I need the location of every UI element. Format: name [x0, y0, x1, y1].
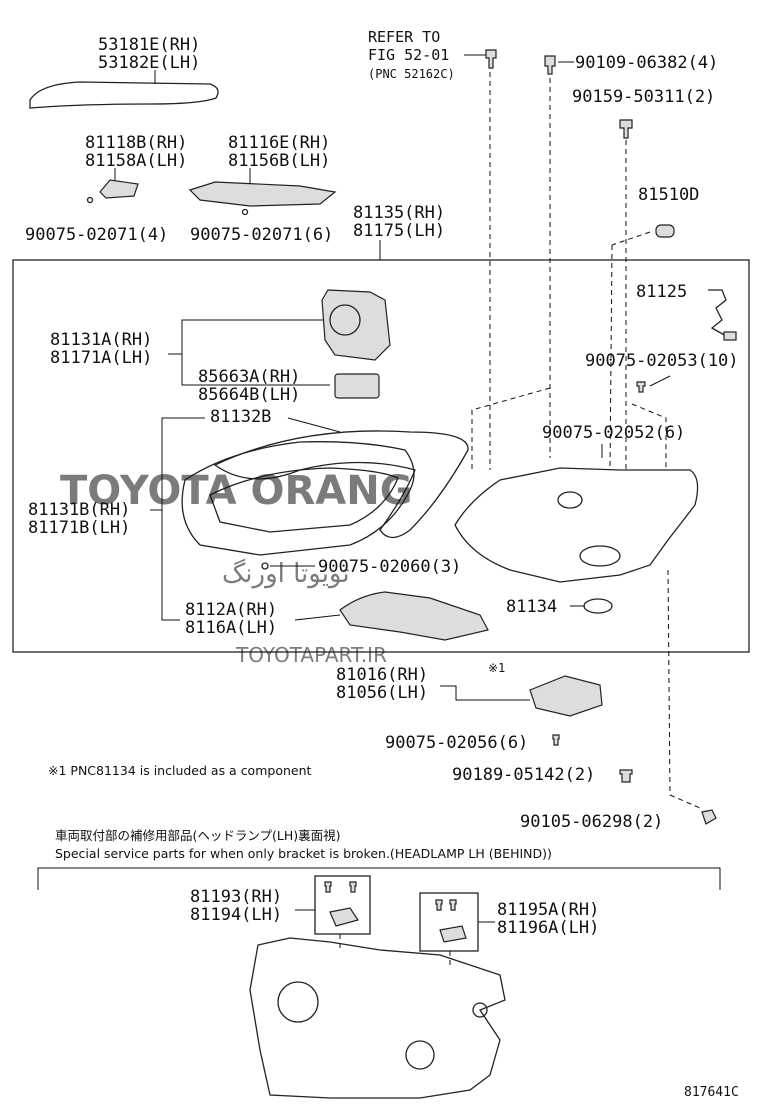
jp-caption: 車両取付部の補修用部品(ヘッドランプ(LH)裏面視) — [55, 828, 341, 843]
label-85663a: 85663A(RH) — [198, 367, 300, 387]
housing-port-icon — [557, 491, 583, 509]
bracket-part — [439, 925, 467, 943]
screw-icon — [435, 899, 443, 911]
bolt-icon — [701, 809, 717, 825]
wire-harness-part — [708, 289, 727, 337]
label-81135: 81135(RH) — [353, 203, 445, 223]
bracket-kit-box-rh — [314, 875, 371, 935]
watermark-url: TOYOTAPART.IR — [235, 643, 387, 667]
o-ring-part — [583, 598, 613, 614]
watermark: TOYOTA ORANG تویوتا اورنگ TOYOTAPART.IR — [60, 468, 413, 667]
watermark-text-fa: تویوتا اورنگ — [222, 558, 350, 589]
label-90075-52: 90075-02052(6) — [542, 423, 685, 443]
bracket-kit-box-lh — [419, 892, 479, 952]
label-90159: 90159-50311(2) — [572, 87, 715, 107]
en-caption: Special service parts for when only brac… — [55, 846, 552, 861]
label-90075-4: 90075-02071(4) — [25, 225, 168, 245]
label-81056: 81056(LH) — [336, 683, 428, 703]
ecu-module-part — [334, 373, 380, 399]
headlamp-assembly-frame — [12, 259, 750, 653]
figure-id: 817641C — [684, 1085, 739, 1100]
headlamp-rear-view — [249, 937, 506, 1099]
headlamp-housing-body — [454, 467, 699, 583]
projector-unit-part — [321, 289, 391, 361]
small-bracket-part — [99, 179, 139, 199]
label-81196a: 81196A(LH) — [497, 918, 599, 938]
label-90075-6: 90075-02071(6) — [190, 225, 333, 245]
label-mark-1: ※1 — [488, 661, 505, 675]
label-90109: 90109-06382(4) — [575, 53, 718, 73]
label-53181e: 53181E(RH) — [98, 35, 200, 55]
screw-icon — [324, 881, 332, 893]
turn-signal-part — [339, 591, 489, 641]
screw-icon — [485, 49, 497, 69]
ballast-unit-part — [529, 675, 603, 717]
label-81125: 81125 — [636, 282, 687, 302]
label-81118b: 81118B(RH) — [85, 133, 187, 153]
label-refer-fig: FIG 52-01 — [368, 46, 449, 64]
screw-icon — [636, 381, 646, 393]
housing-port-icon — [579, 545, 621, 567]
screw-icon — [261, 562, 269, 570]
rear-port-icon — [405, 1040, 435, 1070]
label-90075-60: 90075-02060(3) — [318, 557, 461, 577]
bracket-part — [329, 907, 359, 927]
label-81175: 81175(LH) — [353, 221, 445, 241]
label-8116a: 8116A(LH) — [185, 618, 277, 638]
projector-lens-icon — [329, 304, 361, 336]
long-bracket-part — [188, 181, 337, 207]
screw-icon — [552, 734, 560, 746]
label-81131b: 81131B(RH) — [28, 500, 130, 520]
label-85664b: 85664B(LH) — [198, 385, 300, 405]
gasket-part — [213, 430, 469, 539]
rear-port-icon — [472, 1002, 488, 1018]
label-refer-pnc: (PNC 52162C) — [368, 67, 455, 81]
screw-icon — [86, 196, 94, 204]
clip-icon — [619, 769, 633, 783]
label-81156b: 81156B(LH) — [228, 151, 330, 171]
label-81016: 81016(RH) — [336, 665, 428, 685]
label-81510d: 81510D — [638, 185, 699, 205]
label-81193: 81193(RH) — [190, 887, 282, 907]
label-81171a: 81171A(LH) — [50, 348, 152, 368]
bolt-icon — [544, 55, 556, 75]
label-81131a: 81131A(RH) — [50, 330, 152, 350]
label-81132b: 81132B — [210, 407, 271, 427]
footnote-1: ※1 PNC81134 is included as a component — [48, 763, 312, 778]
label-81116e: 81116E(RH) — [228, 133, 330, 153]
label-53182e: 53182E(LH) — [98, 53, 200, 73]
label-90105: 90105-06298(2) — [520, 812, 663, 832]
label-81171b: 81171B(LH) — [28, 518, 130, 538]
label-81195a: 81195A(RH) — [497, 900, 599, 920]
label-81134: 81134 — [506, 597, 557, 617]
label-refer-to: REFER TO — [368, 28, 440, 46]
connector-part — [723, 331, 737, 341]
label-8112a: 8112A(RH) — [185, 600, 277, 620]
headlamp-cover-part — [29, 81, 219, 109]
rear-port-icon — [277, 981, 319, 1023]
watermark-text-en: TOYOTA ORANG — [60, 468, 413, 514]
screw-icon — [349, 881, 357, 893]
label-90189: 90189-05142(2) — [452, 765, 595, 785]
label-81158a: 81158A(LH) — [85, 151, 187, 171]
screw-icon — [241, 208, 249, 216]
label-90075-56: 90075-02056(6) — [385, 733, 528, 753]
bolt-icon — [619, 119, 633, 139]
label-90075-10: 90075-02053(10) — [585, 351, 739, 371]
cap-part — [655, 224, 675, 238]
headlamp-lens-housing — [181, 441, 415, 556]
label-81194: 81194(LH) — [190, 905, 282, 925]
screw-icon — [449, 899, 457, 911]
